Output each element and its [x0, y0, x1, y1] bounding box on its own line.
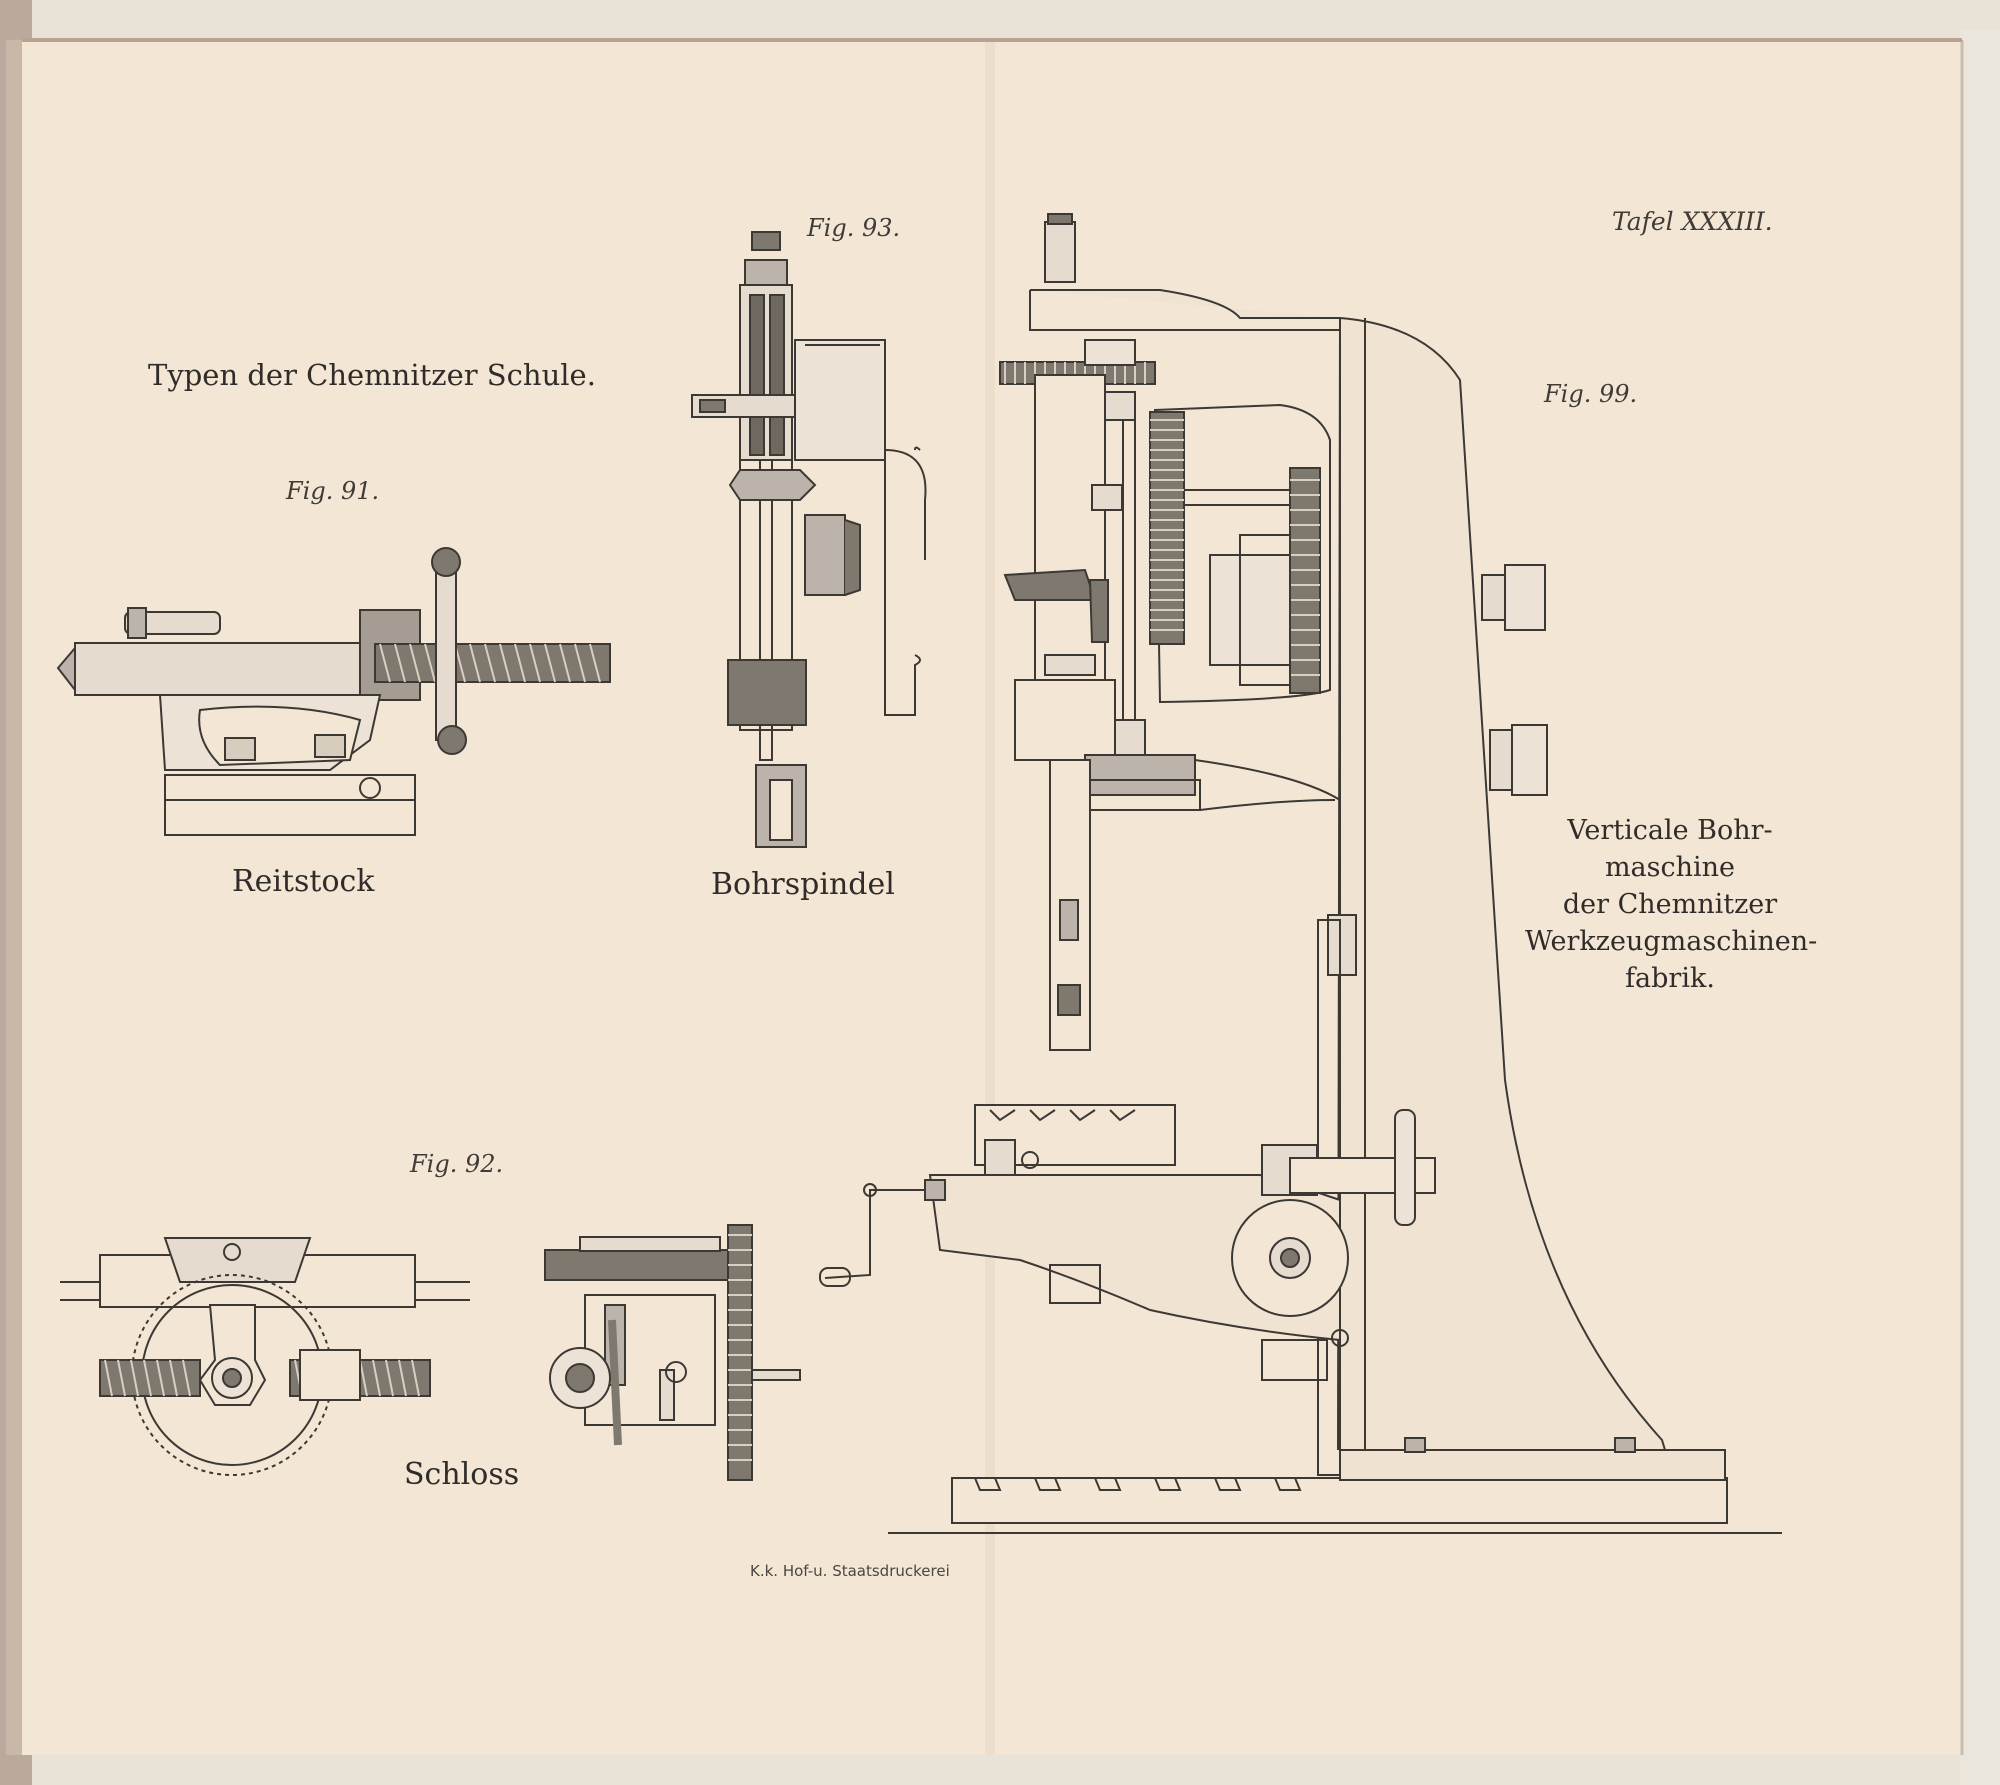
plate-title: Typen der Chemnitzer Schule. [148, 358, 596, 392]
plate-number: Tafel XXXIII. [1612, 207, 1773, 236]
fig99-caption-line: maschine [1604, 852, 1736, 883]
fig91-tailstock-drawing [56, 547, 611, 836]
fig99-label: Fig. 99. [1544, 380, 1638, 408]
fig93-caption: Bohrspindel [711, 867, 895, 902]
fig99-caption-line: fabrik. [1625, 963, 1715, 994]
fig91-caption: Reitstock [232, 864, 375, 899]
fig99-drilling-machine-drawing [819, 213, 1782, 1534]
fig93-spindle-drawing [691, 231, 927, 848]
fig92-label: Fig. 92. [410, 1150, 504, 1178]
fig99-caption-line: der Chemnitzer [1562, 889, 1778, 920]
fig91-label: Fig. 91. [286, 477, 380, 505]
fig93-label: Fig. 93. [807, 214, 901, 242]
fig99-caption: Verticale Bohr- maschine der Chemnitzer … [1525, 812, 1818, 997]
fig99-caption-line: Verticale Bohr- [1567, 815, 1773, 846]
printer-imprint: K.k. Hof-u. Staatsdruckerei [750, 1562, 950, 1580]
fig92-apron-front-drawing [60, 1237, 470, 1476]
fig92-apron-side-drawing [544, 1224, 801, 1481]
fig92-caption: Schloss [404, 1457, 520, 1492]
fig99-caption-line: Werkzeugmaschinen- [1525, 926, 1818, 957]
